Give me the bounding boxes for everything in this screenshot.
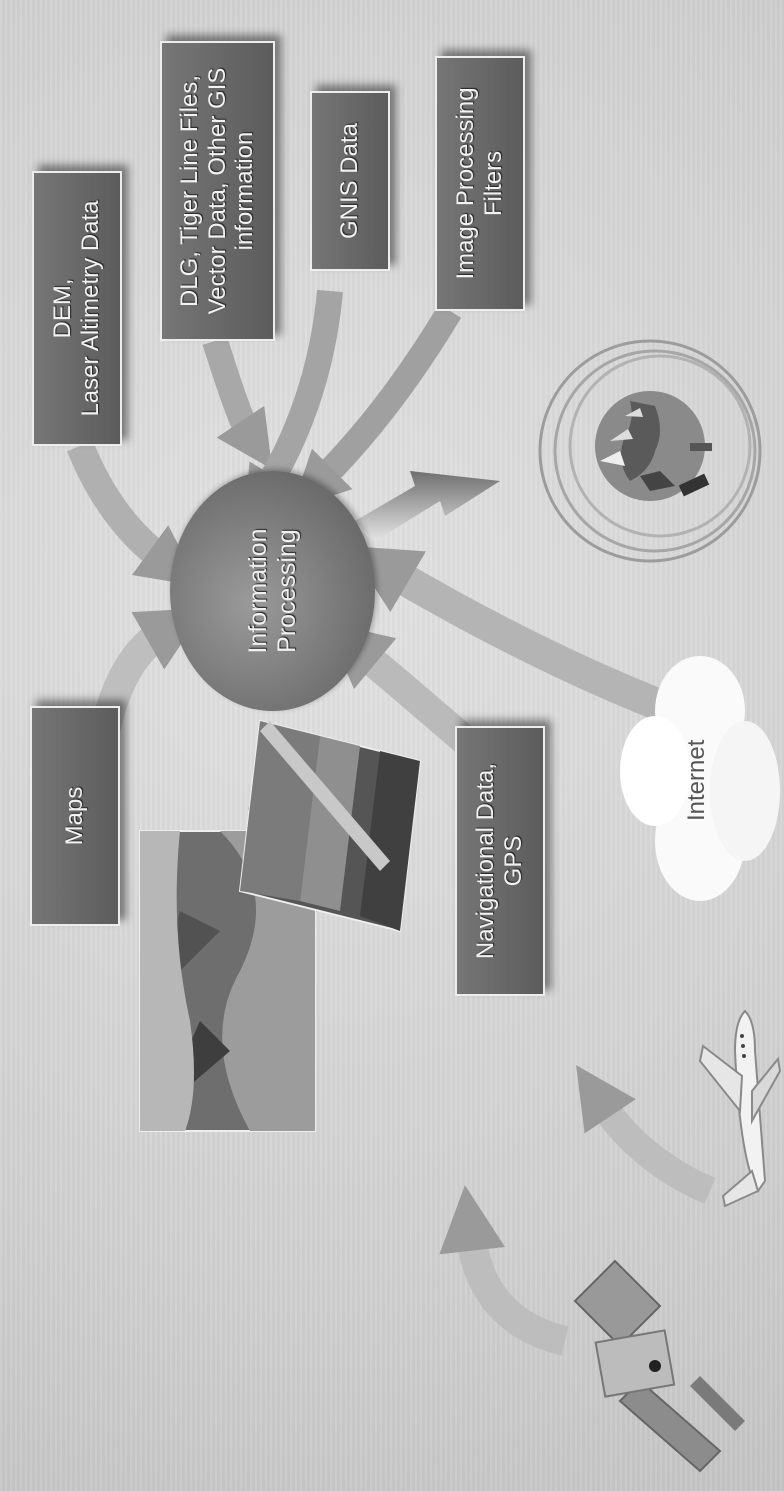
arrow-dlg-center — [202, 337, 273, 470]
internet-label: Internet — [683, 739, 710, 821]
navigational-gps-box: Navigational Data, GPS — [455, 726, 545, 996]
globe-output-icon — [538, 339, 762, 563]
aerial-photo-1 — [139, 830, 316, 1132]
satellite-icon — [573, 1259, 745, 1473]
airplane-icon — [698, 1009, 782, 1208]
aerial-photo-2 — [238, 719, 422, 933]
arrow-dem-center — [67, 440, 200, 587]
gnis-data-box: GNIS Data — [310, 91, 390, 271]
maps-box: Maps — [30, 706, 120, 926]
aerial-imagery — [139, 719, 422, 1132]
arrow-center-globe — [355, 471, 500, 541]
dlg-tiger-vector-box: DLG, Tiger Line Files, Vector Data, Othe… — [160, 41, 275, 341]
cloud-icon — [620, 656, 780, 901]
information-processing-node: Information Processing — [170, 471, 375, 711]
arrow-gnis-center — [244, 289, 343, 526]
arrow-filters-center — [291, 304, 462, 510]
arrow-satellite-imagery — [439, 1185, 569, 1356]
dem-laser-altimetry-box: DEM, Laser Altimetry Data — [32, 171, 122, 446]
image-processing-filters-box: Image Processing Filters — [435, 56, 525, 311]
arrow-airplane-imagery — [576, 1065, 716, 1204]
